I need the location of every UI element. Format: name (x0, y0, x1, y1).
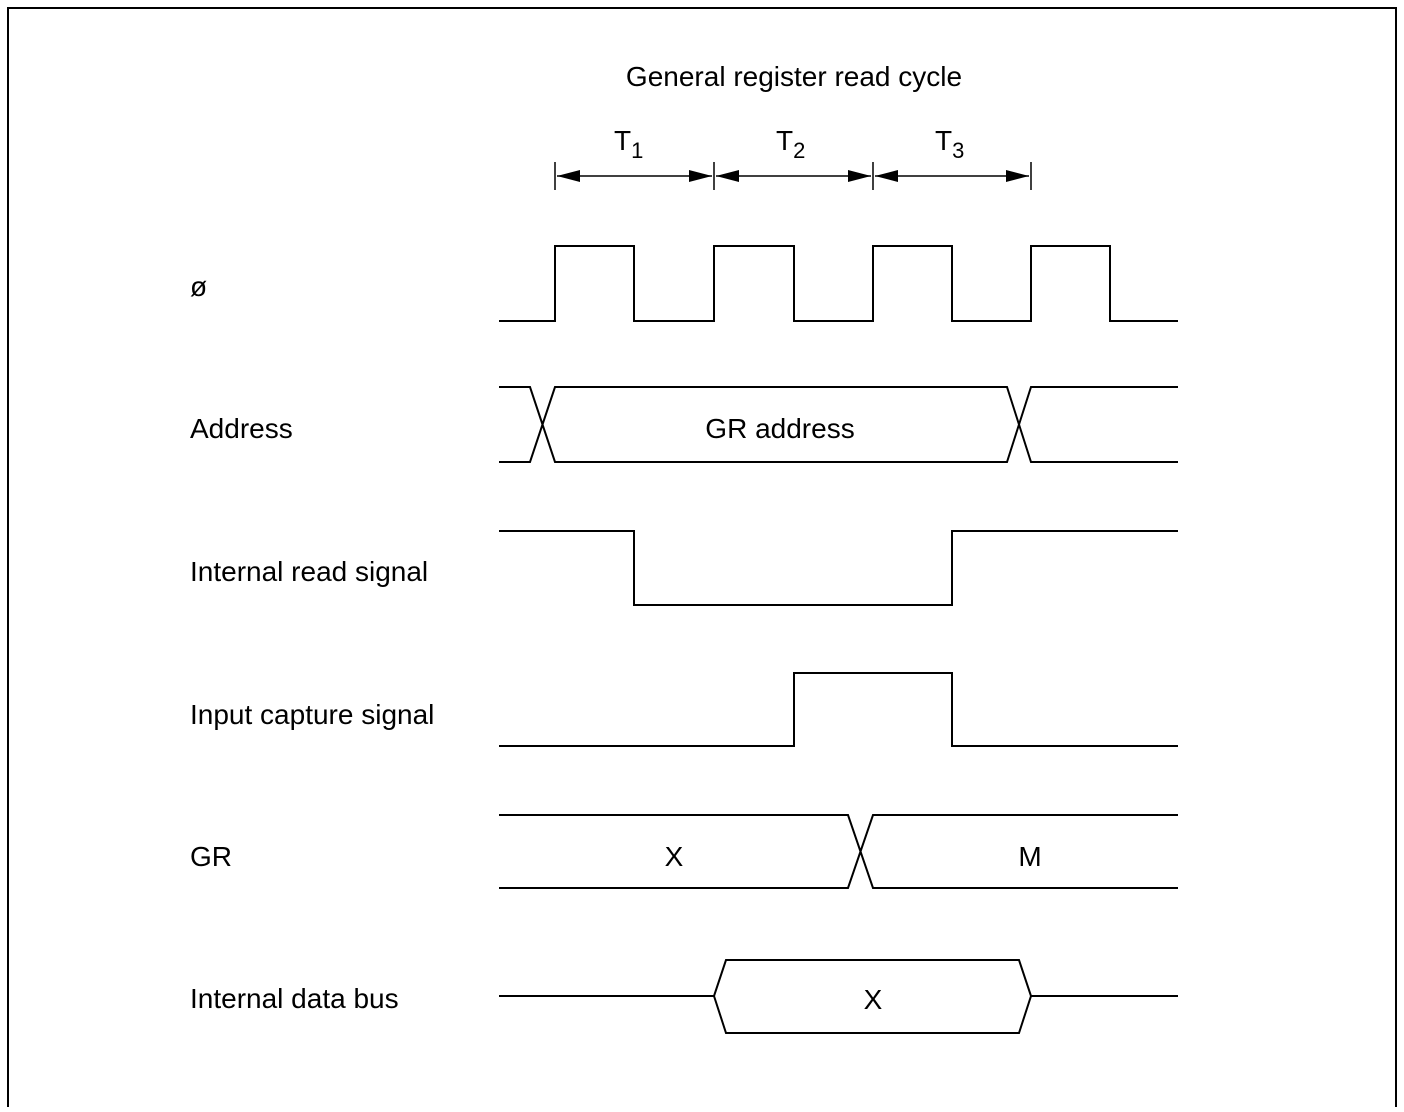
read-waveform (499, 530, 1178, 606)
arrowhead-left (557, 170, 580, 182)
arrowhead-left (875, 170, 898, 182)
bus-value: X (864, 984, 883, 1015)
signal-label-bus: Internal data bus (190, 983, 399, 1014)
gr-value-after: M (1018, 841, 1041, 872)
arrowhead-right (1006, 170, 1029, 182)
signal-label-read: Internal read signal (190, 556, 428, 587)
bus-waveform: X (499, 959, 1178, 1034)
period-label-t2: T2 (776, 125, 805, 163)
period-markers: T1 T2 T3 (554, 125, 1032, 190)
gr-value-before: X (665, 841, 684, 872)
period-label-t3: T3 (935, 125, 964, 163)
capture-waveform (499, 672, 1178, 747)
arrowhead-left (716, 170, 739, 182)
gr-waveform: X M (499, 814, 1178, 889)
signal-label-clock: ø (190, 271, 207, 302)
period-label-t1: T1 (614, 125, 643, 163)
address-value: GR address (705, 413, 854, 444)
address-waveform: GR address (499, 386, 1178, 463)
clock-waveform (499, 245, 1178, 322)
signal-label-address: Address (190, 413, 293, 444)
arrowhead-right (848, 170, 871, 182)
signal-label-gr: GR (190, 841, 232, 872)
diagram-title: General register read cycle (626, 61, 962, 92)
signal-label-capture: Input capture signal (190, 699, 434, 730)
diagram-border (7, 7, 1397, 1112)
arrowhead-right (689, 170, 712, 182)
